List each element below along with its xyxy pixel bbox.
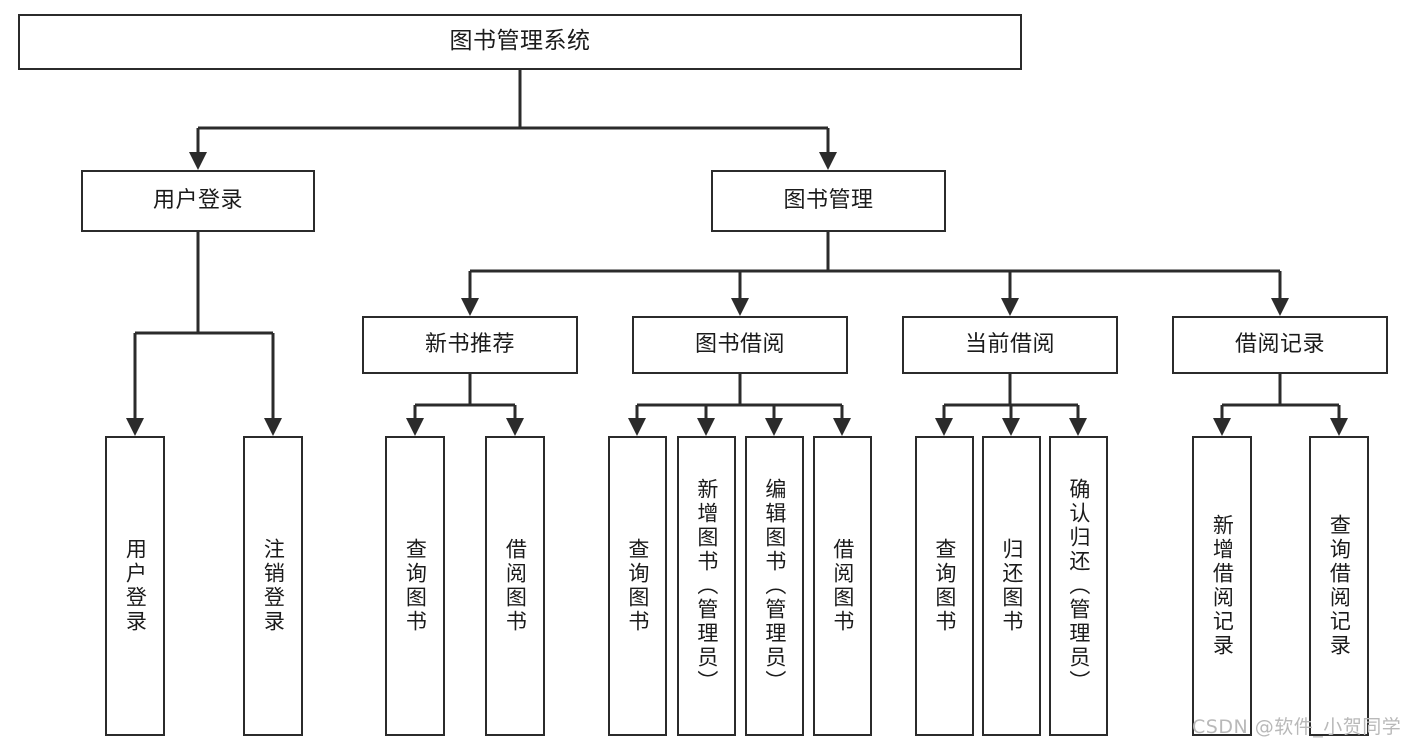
node-label: 当前借阅	[964, 332, 1055, 358]
node-borrow-record[interactable]: 借阅记录	[1172, 316, 1388, 374]
node-label: 查询图书	[403, 538, 428, 634]
node-leaf-query-book-borrow[interactable]: 查询图书	[608, 436, 667, 736]
node-label: 查询图书	[625, 538, 650, 634]
node-leaf-logout[interactable]: 注销登录	[243, 436, 303, 736]
node-book-management[interactable]: 图书管理	[711, 170, 946, 232]
node-label: 用户登录	[152, 188, 243, 214]
node-label: 新增图书（管理员）	[694, 478, 719, 694]
node-label: 借阅图书	[503, 538, 528, 634]
arrowhead-icon	[1001, 298, 1019, 316]
node-new-book-recommend[interactable]: 新书推荐	[362, 316, 578, 374]
arrowhead-icon	[126, 418, 144, 436]
arrowhead-icon	[506, 418, 524, 436]
node-label: 借阅记录	[1234, 332, 1325, 358]
node-leaf-borrow-book[interactable]: 借阅图书	[813, 436, 872, 736]
node-leaf-query-borrow-record[interactable]: 查询借阅记录	[1309, 436, 1369, 736]
node-leaf-return-book[interactable]: 归还图书	[982, 436, 1041, 736]
arrowhead-icon	[461, 298, 479, 316]
node-label: 归还图书	[999, 538, 1024, 634]
arrowhead-icon	[1330, 418, 1348, 436]
node-label: 编辑图书（管理员）	[762, 478, 787, 694]
node-label: 用户登录	[123, 538, 148, 634]
node-label: 注销登录	[261, 538, 286, 634]
node-leaf-edit-book-admin[interactable]: 编辑图书（管理员）	[745, 436, 804, 736]
arrowhead-icon	[628, 418, 646, 436]
arrowhead-icon	[765, 418, 783, 436]
node-leaf-confirm-return-admin[interactable]: 确认归还（管理员）	[1049, 436, 1108, 736]
node-leaf-query-book-current[interactable]: 查询图书	[915, 436, 974, 736]
node-label: 新书推荐	[424, 332, 515, 358]
node-leaf-add-book-admin[interactable]: 新增图书（管理员）	[677, 436, 736, 736]
node-label: 借阅图书	[830, 538, 855, 634]
node-leaf-add-borrow-record[interactable]: 新增借阅记录	[1192, 436, 1252, 736]
node-label: 图书借阅	[694, 332, 785, 358]
node-label: 查询图书	[932, 538, 957, 634]
arrowhead-icon	[1213, 418, 1231, 436]
node-label: 新增借阅记录	[1210, 514, 1235, 658]
node-label: 图书管理系统	[449, 28, 591, 55]
arrowhead-icon	[189, 152, 207, 170]
node-leaf-query-book-rec[interactable]: 查询图书	[385, 436, 445, 736]
arrowhead-icon	[1002, 418, 1020, 436]
node-user-login[interactable]: 用户登录	[81, 170, 315, 232]
arrowhead-icon	[833, 418, 851, 436]
arrowhead-icon	[935, 418, 953, 436]
arrowhead-icon	[264, 418, 282, 436]
arrowhead-icon	[1271, 298, 1289, 316]
node-leaf-borrow-book-rec[interactable]: 借阅图书	[485, 436, 545, 736]
node-root[interactable]: 图书管理系统	[18, 14, 1022, 70]
node-label: 图书管理	[783, 188, 874, 214]
arrowhead-icon	[1069, 418, 1087, 436]
node-book-borrow[interactable]: 图书借阅	[632, 316, 848, 374]
node-label: 确认归还（管理员）	[1066, 478, 1091, 694]
node-label: 查询借阅记录	[1327, 514, 1352, 658]
arrowhead-icon	[731, 298, 749, 316]
arrowhead-icon	[406, 418, 424, 436]
node-leaf-user-login[interactable]: 用户登录	[105, 436, 165, 736]
arrowhead-icon	[819, 152, 837, 170]
node-current-borrow[interactable]: 当前借阅	[902, 316, 1118, 374]
arrowhead-icon	[697, 418, 715, 436]
